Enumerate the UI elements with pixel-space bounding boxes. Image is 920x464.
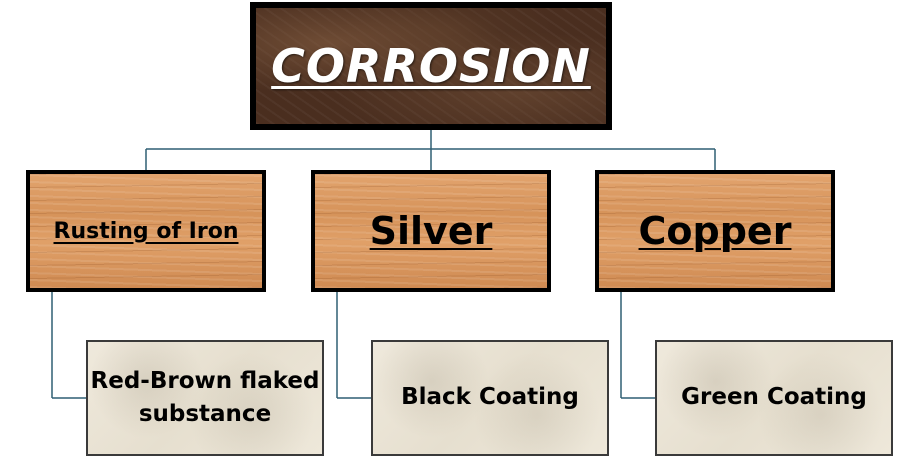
category-node-silver: Silver xyxy=(311,170,551,292)
result-label: Green Coating xyxy=(681,384,867,411)
category-node-rusting-of-iron: Rusting of Iron xyxy=(26,170,266,292)
result-label: Black Coating xyxy=(401,384,579,411)
category-node-copper: Copper xyxy=(595,170,835,292)
root-node-corrosion: CORROSION xyxy=(250,2,612,130)
result-node-silver: Black Coating xyxy=(371,340,609,456)
result-node-rusting-of-iron: Red-Brown flaked substance xyxy=(86,340,324,456)
category-label: Silver xyxy=(369,209,493,253)
result-node-copper: Green Coating xyxy=(655,340,893,456)
result-label: Red-Brown flaked substance xyxy=(90,367,320,427)
category-label: Rusting of Iron xyxy=(53,218,239,244)
category-label: Copper xyxy=(638,209,792,253)
root-title: CORROSION xyxy=(271,39,591,93)
